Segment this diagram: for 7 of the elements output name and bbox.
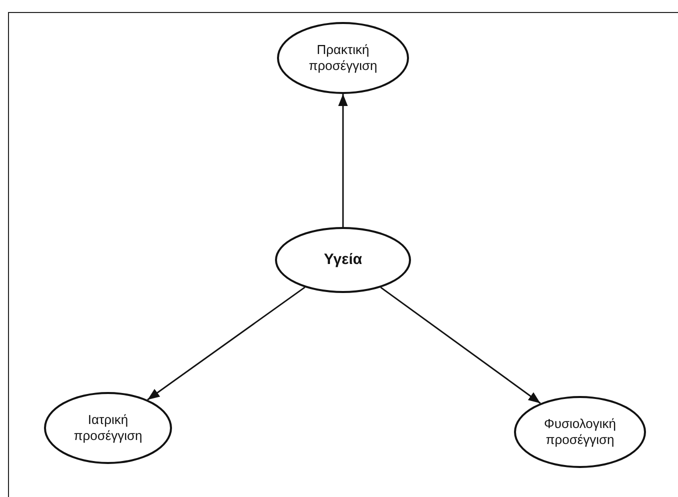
arrow [338,94,348,227]
node-label: Πρακτική προσέγγιση [308,42,378,74]
arrow [147,286,306,400]
node-label: Φυσιολογική προσέγγιση [542,416,618,448]
arrow [380,286,541,404]
node-label: Ιατρική προσέγγιση [72,412,144,444]
node-label: Υγεία [322,250,364,270]
